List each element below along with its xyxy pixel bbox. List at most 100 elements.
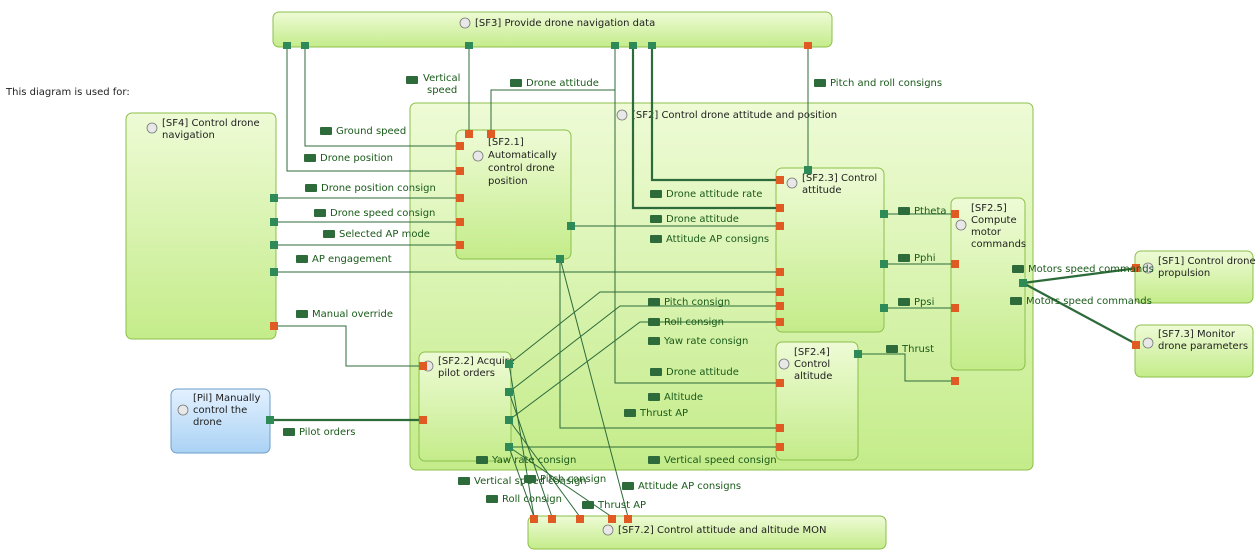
exchange-label: Attitude AP consigns	[638, 481, 741, 492]
function-sf3[interactable]: [SF3] Provide drone navigation data	[272, 11, 833, 48]
function-sf3-title: [SF3] Provide drone navigation data	[475, 18, 655, 29]
exchange-icon	[476, 456, 488, 464]
category-icon	[814, 79, 826, 87]
function-badge-icon	[955, 219, 967, 231]
function-badge-icon	[1142, 337, 1154, 349]
exchange-label: Yaw rate consign	[491, 455, 576, 466]
exchange-icon	[622, 482, 634, 490]
exchange-icon	[323, 230, 335, 238]
exchange-label: Motors speed commands	[1026, 296, 1152, 307]
exchange-icon	[648, 456, 660, 464]
exchange-icon	[320, 127, 332, 135]
exchange-label: Drone position	[320, 153, 393, 164]
exchange-label: Attitude AP consigns	[666, 234, 769, 245]
exchange-icon	[886, 345, 898, 353]
exchange-label: Pilot orders	[299, 427, 355, 438]
exchange-label: Ptheta	[914, 206, 947, 217]
exchange-icon	[305, 184, 317, 192]
exchange-icon	[648, 393, 660, 401]
exchange-label: Pitch consign	[540, 474, 606, 485]
exchange-label: Yaw rate consign	[663, 336, 748, 347]
exchange-icon	[296, 255, 308, 263]
exchange-label: Drone attitude	[666, 367, 739, 378]
exchange-icon	[898, 254, 910, 262]
exchange-label: Drone attitude rate	[666, 189, 762, 200]
exchange-label: Pitch consign	[664, 297, 730, 308]
exchange-label: Drone attitude	[526, 78, 599, 89]
exchange-label: Ground speed	[336, 126, 406, 137]
exchange-icon	[650, 235, 662, 243]
exchange-label: Pitch and roll consigns	[830, 78, 942, 89]
exchange-icon	[624, 409, 636, 417]
category-icon	[650, 190, 662, 198]
exchange-icon	[898, 207, 910, 215]
ports	[266, 42, 1140, 523]
exchange-label: Thrust AP	[597, 500, 646, 511]
function-badge-icon	[602, 524, 614, 536]
function-badge-icon	[786, 177, 798, 189]
category-icon	[650, 215, 662, 223]
exchange-icon	[296, 310, 308, 318]
category-icon	[1010, 297, 1022, 305]
exchange-icon	[304, 154, 316, 162]
exchange-label: Thrust	[901, 344, 934, 355]
exchange-icon	[898, 298, 910, 306]
function-badge-icon	[778, 358, 790, 370]
exchange-label: Selected AP mode	[339, 229, 430, 240]
exchange-icon	[648, 298, 660, 306]
exchange-links	[270, 47, 1139, 518]
exchange-label: AP engagement	[312, 254, 392, 265]
function-badge-icon	[177, 404, 189, 416]
exchange-label: Altitude	[664, 392, 703, 403]
category-icon	[650, 368, 662, 376]
exchange-label: Vertical speed consign	[664, 455, 777, 466]
exchange-icon	[486, 495, 498, 503]
exchange-icon	[582, 501, 594, 509]
exchange-label: Drone attitude	[666, 214, 739, 225]
exchange-label: Ppsi	[914, 297, 934, 308]
exchange-icon	[648, 337, 660, 345]
exchange-label: Manual override	[312, 309, 393, 320]
exchange-icon	[648, 318, 660, 326]
exchange-icon	[458, 477, 470, 485]
category-icon	[283, 428, 295, 436]
exchange-label: Drone position consign	[321, 183, 436, 194]
exchange-label: Drone speed consign	[330, 208, 435, 219]
category-icon	[1012, 265, 1024, 273]
function-badge-icon	[146, 122, 158, 134]
function-sf2-title: [SF2] Control drone attitude and positio…	[632, 110, 837, 121]
exchange-icon	[524, 475, 536, 483]
exchange-label: Pphi	[914, 253, 936, 264]
exchange-label: Roll consign	[664, 317, 724, 328]
exchange-badges	[283, 76, 1024, 509]
exchange-label: Thrust AP	[639, 408, 688, 419]
function-badge-icon	[616, 109, 628, 121]
exchange-icon	[314, 209, 326, 217]
function-badge-icon	[472, 150, 484, 162]
diagram-note: This diagram is used for:	[5, 87, 130, 98]
category-icon	[510, 79, 522, 87]
exchange-label: Motors speed commands	[1028, 264, 1154, 275]
function-sf7-2[interactable]: [SF7.2] Control attitude and altitude MO…	[527, 515, 887, 550]
exchange-icon	[406, 76, 418, 84]
